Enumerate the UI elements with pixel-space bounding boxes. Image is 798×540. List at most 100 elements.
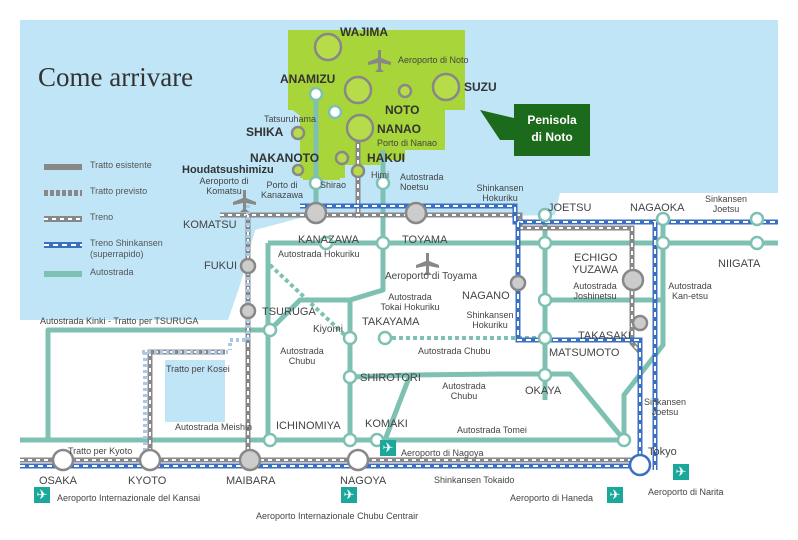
city-shirao: Shirao <box>320 180 347 190</box>
peninsula-label-line1: Penisola <box>527 113 577 127</box>
city-kyoto: KYOTO <box>128 475 167 487</box>
city-takayama: TAKAYAMA <box>362 316 420 328</box>
city-nagoya: NAGOYA <box>340 475 387 487</box>
label-line: Komatsu <box>206 186 242 196</box>
city-noto: NOTO <box>385 103 420 117</box>
label-autostrada-hokuriku: Autostrada Hokuriku <box>278 249 360 259</box>
legend-planned: Tratto previsto <box>44 186 214 212</box>
city-tokyo: Tokyo <box>648 446 677 458</box>
label-autostrada-kinki: Autostrada Kinki - Tratto per TSURUGA <box>40 316 199 326</box>
city-suzu: SUZU <box>464 80 497 94</box>
legend-shinkansen: Treno Shinkansen (superrapido) <box>44 238 214 267</box>
legend-train: Treno <box>44 212 214 238</box>
city-matsumoto: MATSUMOTO <box>549 347 620 359</box>
label-line: Autostrada <box>400 172 444 182</box>
label-porto-nanao: Porto di Nanao <box>377 138 438 148</box>
label-line: Sinkansen <box>704 194 748 204</box>
city-shirotori: SHIROTORI <box>360 372 421 384</box>
city-houdatsushimizu: Houdatsushimizu <box>182 164 274 176</box>
label-autostrada-chubu-h: Autostrada Chubu <box>418 346 491 356</box>
station-nodes <box>51 32 765 477</box>
city-kanazawa: KANAZAWA <box>298 234 359 246</box>
label-tratto-kosei: Tratto per Kosei <box>166 364 230 374</box>
label-line: Shinkansen <box>466 310 514 320</box>
label-line: Autostrada <box>388 292 432 302</box>
label-line: Joshinetsu <box>573 291 617 301</box>
airplane-icons <box>233 50 439 275</box>
city-nanao: NANAO <box>377 122 421 136</box>
city-maibara: MAIBARA <box>226 475 276 487</box>
city-komaki: KOMAKI <box>365 418 408 430</box>
label-line: Noetsu <box>400 182 429 192</box>
label-line: Porto di <box>266 180 298 190</box>
city-niigata: NIIGATA <box>718 258 761 270</box>
city-ichinomiya: ICHINOMIYA <box>276 420 341 432</box>
label-line: Kanazawa <box>260 190 304 200</box>
city-nakanoto: NAKANOTO <box>250 151 320 165</box>
city-kiyomi: Kiyomi <box>313 324 344 335</box>
label-airport-toyama: Aeroporto di Toyama <box>385 271 478 282</box>
city-nagaoka: NAGAOKA <box>630 202 685 214</box>
city-shika: SHIKA <box>246 125 284 139</box>
label-autostrada-tomei: Autostrada Tomei <box>457 425 527 435</box>
airplane-icon: ✈ <box>673 464 689 480</box>
legend-label: Treno <box>90 212 114 222</box>
label-airport-noto: Aeroporto di Noto <box>398 55 469 65</box>
peninsula-label-line2: di Noto <box>531 130 573 144</box>
label-line: Autostrada <box>280 346 324 356</box>
city-fukui: FUKUI <box>204 260 237 272</box>
legend-label: Autostrada <box>90 267 134 277</box>
city-himi: Himi <box>371 170 389 180</box>
legend-label: Treno Shinkansen (superrapido) <box>90 238 163 259</box>
city-takasaki: TAKASAKI <box>578 330 631 342</box>
legend-train-symbol <box>44 216 82 222</box>
sea <box>20 20 778 320</box>
label-line: Joetsu <box>651 407 679 417</box>
legend-highway: Autostrada <box>44 267 214 293</box>
city-osaka: OSAKA <box>39 475 77 487</box>
label-line: Autostrada <box>668 281 712 291</box>
label-line: Shinkansen <box>476 183 524 193</box>
label-line: Sinkansen <box>643 397 687 407</box>
label-airport-nagoya: Aeroporto di Nagoya <box>401 448 484 458</box>
label-line: Autostrada <box>442 381 486 391</box>
airplane-icon: ✈ <box>341 487 357 503</box>
airplane-icon: ✈ <box>380 440 396 456</box>
city-toyama: TOYAMA <box>402 234 448 246</box>
legend-label: Tratto previsto <box>90 186 148 196</box>
city-tsuruga: TSURUGA <box>262 306 316 318</box>
legend-existing-symbol <box>44 164 82 170</box>
label-airport-kansai: Aeroporto Internazionale del Kansai <box>57 493 201 503</box>
label-line: Aeroporto di <box>199 176 249 186</box>
legend-existing: Tratto esistente <box>44 160 214 186</box>
legend-planned-symbol <box>44 190 82 196</box>
highways <box>20 90 778 443</box>
label-tratto-kyoto: Tratto per Kyoto <box>68 446 133 456</box>
airplane-icon: ✈ <box>34 487 50 503</box>
label-line: Chubu <box>450 391 478 401</box>
label-line: Joetsu <box>712 204 740 214</box>
label-line: Tokai Hokuriku <box>380 302 440 312</box>
label-airport-haneda: Aeroporto di Haneda <box>510 493 594 503</box>
legend: Tratto esistente Tratto previsto Treno T… <box>44 160 214 293</box>
city-anamizu: ANAMIZU <box>280 72 336 86</box>
legend-shinkansen-symbol <box>44 242 82 248</box>
airplane-icon: ✈ <box>607 487 623 503</box>
page-title: Come arrivare <box>38 62 194 92</box>
label-autostrada-meishin: Autostrada Meishin <box>175 422 253 432</box>
city-komatsu: KOMATSU <box>183 219 237 231</box>
label-airport-narita: Aeroporto di Narita <box>648 487 724 497</box>
city-yuzawa: YUZAWA <box>572 264 619 276</box>
city-echigo: ECHIGO <box>574 252 618 264</box>
